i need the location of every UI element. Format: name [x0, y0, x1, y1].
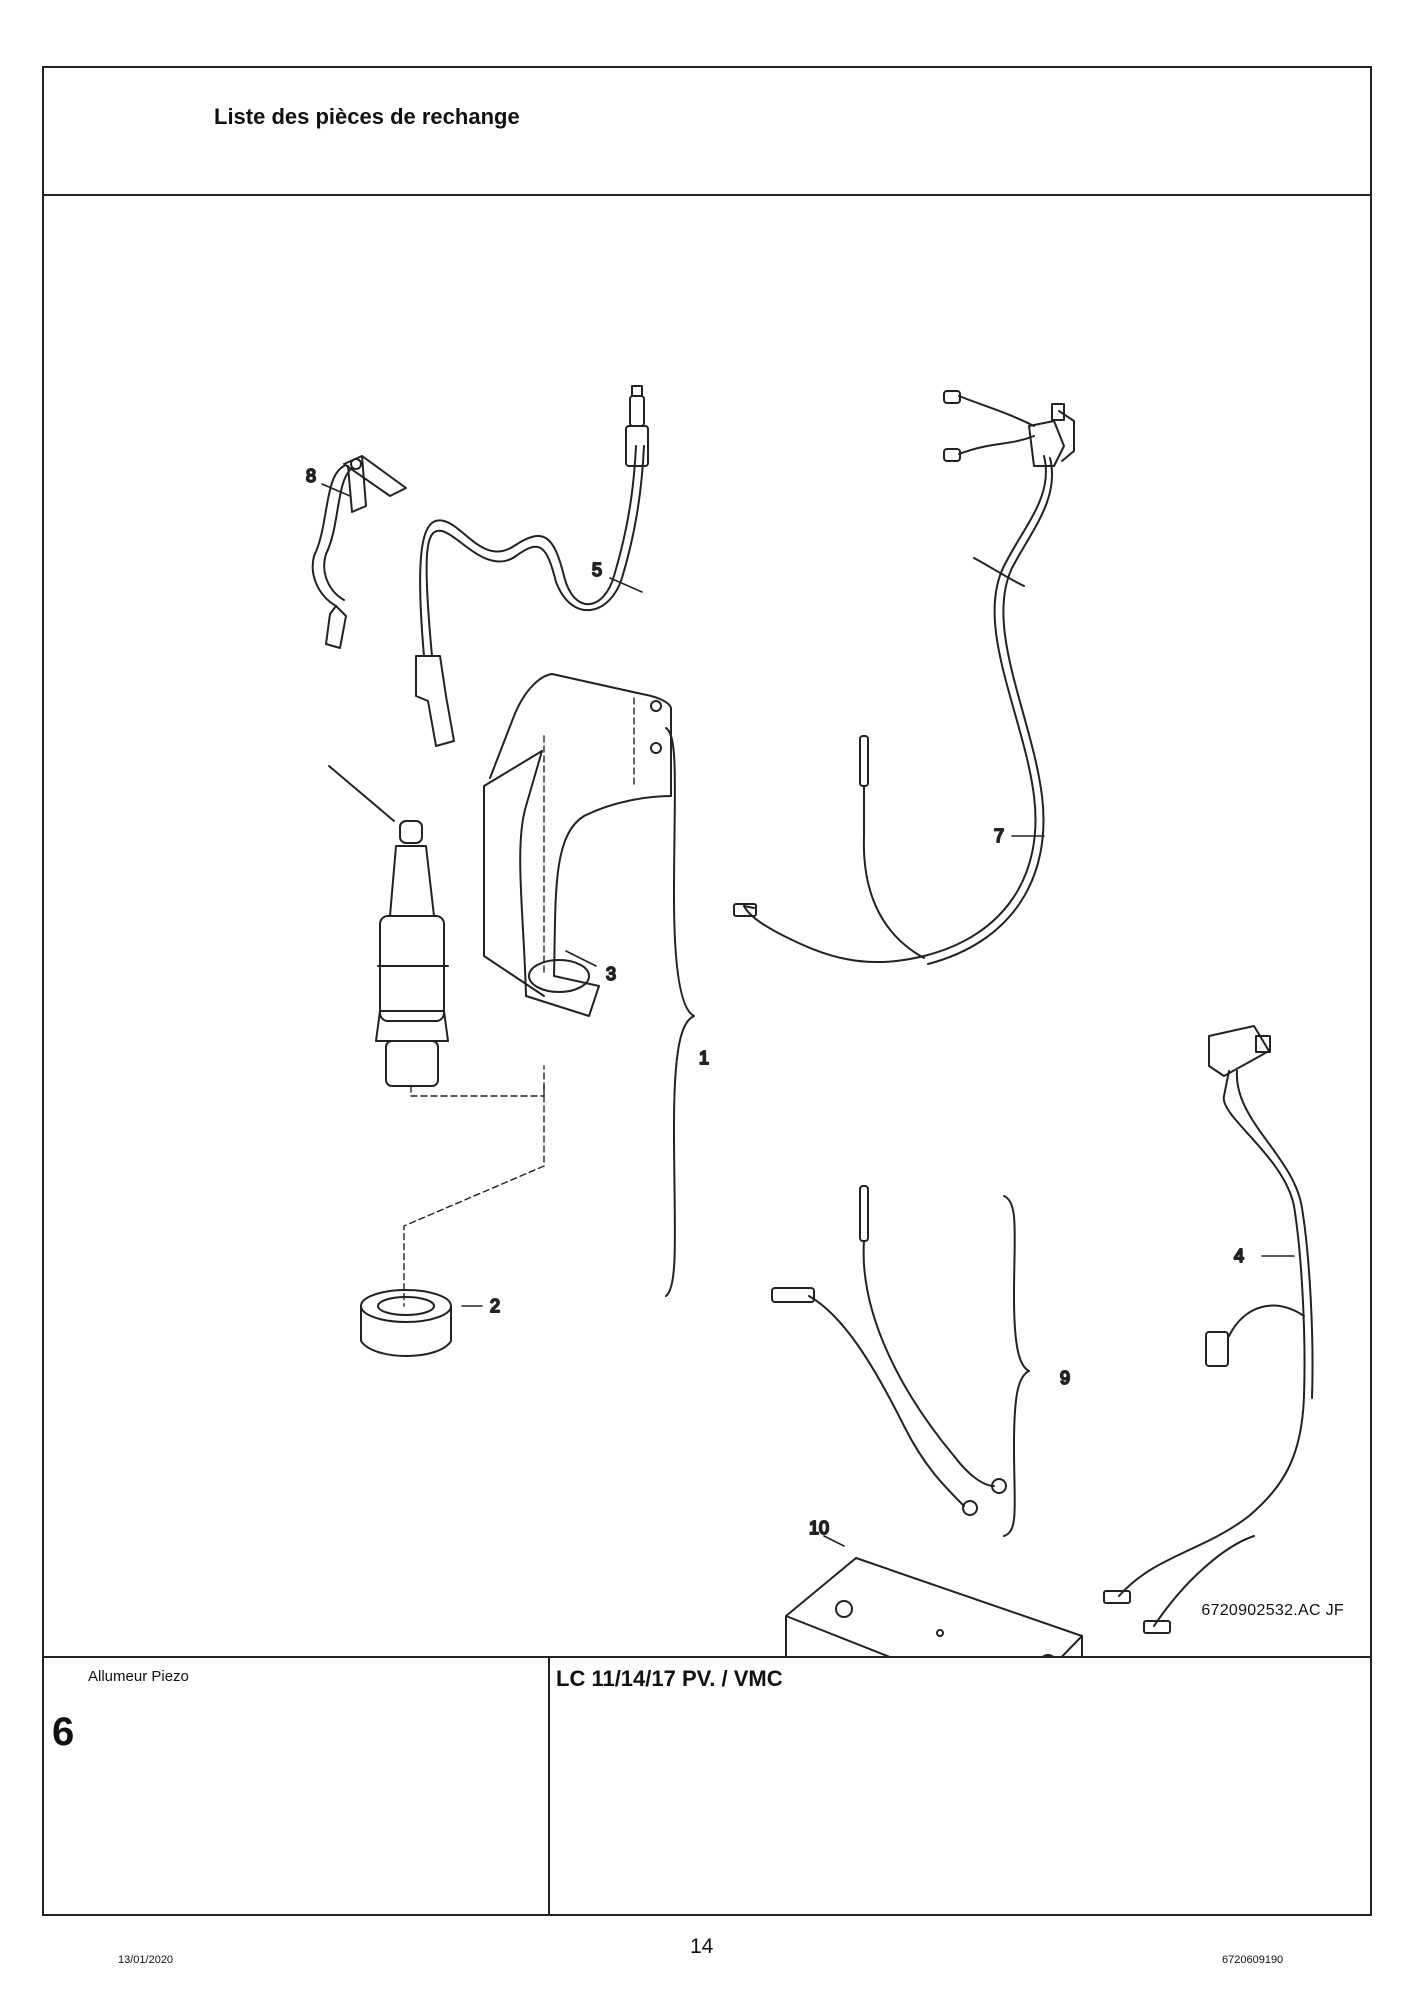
- part-9-thermocouple-leads: [771, 1185, 1007, 1516]
- model-designation: LC 11/14/17 PV. / VMC: [556, 1666, 783, 1691]
- page-title: Liste des pièces de rechange: [214, 104, 520, 129]
- section-name: Allumeur Piezo: [88, 1668, 189, 1685]
- document-number: 6720609190: [1222, 1954, 1284, 1966]
- callout-3: 3: [606, 964, 616, 984]
- part-7-wire-harness: [733, 390, 1075, 965]
- callout-8: 10: [809, 1518, 829, 1538]
- drawing-reference: 6720902532.AC JF: [1201, 1602, 1344, 1619]
- callout-7: 7: [994, 826, 1004, 846]
- callout-1: 1: [699, 1048, 709, 1068]
- page-number: 14: [690, 1935, 714, 1958]
- part-8-battery-box: [785, 1557, 1083, 1656]
- footer-divider: [548, 1658, 550, 1914]
- header-box: Liste des pièces de rechange: [44, 68, 1370, 196]
- callout-4: 8: [306, 466, 316, 486]
- part-3-bracket: [483, 673, 672, 1017]
- part-4-ignition-cable: [311, 455, 407, 649]
- brace-1: [665, 727, 695, 1297]
- brace-9: [1003, 1195, 1030, 1537]
- part-5-electrode-cable: [415, 385, 649, 747]
- callout-9: 9: [1060, 1368, 1070, 1388]
- callout-2: 2: [490, 1296, 500, 1316]
- callout-5: 5: [592, 560, 602, 580]
- parts-illustration: 8 5 7 3 1 2 9 10 4: [305, 385, 1314, 1656]
- callout-leaders: [321, 483, 1295, 1547]
- print-date: 13/01/2020: [118, 1954, 174, 1966]
- part-10-microswitch-harness: [1103, 1025, 1314, 1634]
- footer-box: Allumeur Piezo 6 LC 11/14/17 PV. / VMC: [44, 1656, 1370, 1914]
- callout-10: 4: [1234, 1246, 1244, 1266]
- page-frame: Liste des pièces de rechange: [42, 66, 1372, 1916]
- section-number: 6: [52, 1710, 75, 1754]
- exploded-parts-drawing: 8 5 7 3 1 2 9 10 4 6720902532.AC JF: [44, 196, 1370, 1656]
- part-2-nut: [360, 1085, 545, 1357]
- part-1-piezo-igniter: [328, 765, 545, 1097]
